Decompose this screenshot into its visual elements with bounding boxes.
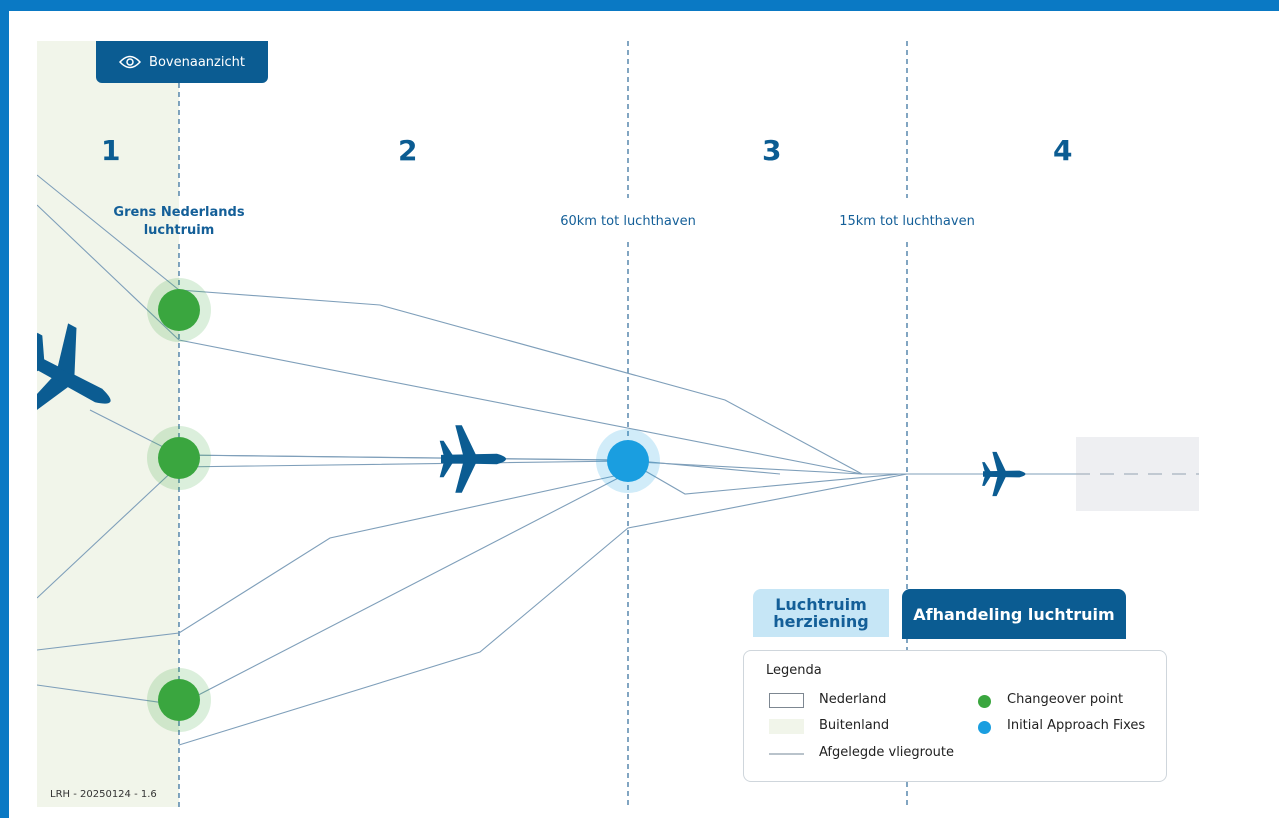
view-tab[interactable]: Bovenaanzicht (96, 41, 268, 83)
buitenland-region (37, 41, 179, 807)
airplane-icon (982, 451, 1026, 497)
legend-item-label: Initial Approach Fixes (1007, 718, 1146, 733)
route-line (178, 454, 863, 475)
zone-number: 1 (101, 134, 121, 167)
legend-item-label: Changeover point (1007, 692, 1124, 707)
legend-item-label: Afgelegde vliegroute (819, 745, 955, 760)
changeover-swatch (978, 695, 991, 708)
tab-afhandeling-luchtruim[interactable]: Afhandeling luchtruim (902, 589, 1126, 639)
nederland-swatch (769, 693, 804, 708)
zone-number: 4 (1053, 134, 1073, 167)
route-line (36, 204, 863, 475)
iaf-swatch (978, 721, 991, 734)
tab-label: Afhandeling luchtruim (913, 604, 1115, 624)
route-line (36, 174, 863, 475)
frame-left-bar (0, 0, 9, 818)
route-line (36, 464, 180, 599)
tab-label: Luchtruim herziening (773, 595, 869, 631)
legend-title: Legenda (766, 663, 822, 678)
route-line (36, 472, 629, 651)
km15-label: 15km tot luchthaven (839, 214, 975, 229)
route-line (178, 460, 901, 495)
eye-icon (119, 55, 142, 69)
route-swatch (769, 753, 804, 755)
changeover-point (147, 278, 211, 342)
changeover-point (147, 426, 211, 490)
view-tab-label: Bovenaanzicht (149, 54, 245, 70)
version-label: LRH - 20250124 - 1.6 (50, 789, 157, 800)
legend-item-label: Nederland (819, 692, 887, 707)
legend-item-label: Buitenland (819, 718, 890, 733)
tab-luchtruim-herziening[interactable]: Luchtruim herziening (753, 589, 889, 637)
frame-top-bar (0, 0, 1279, 11)
route-line (178, 473, 908, 746)
legend: Legenda Nederland Buitenland Afgelegde v… (743, 650, 1167, 782)
km60-label: 60km tot luchthaven (560, 214, 696, 229)
airplane-icon (439, 425, 506, 493)
zone-number: 2 (398, 134, 418, 167)
flight-routes (36, 174, 1076, 746)
changeover-point (147, 668, 211, 732)
buitenland-swatch (769, 719, 804, 734)
left-margin (9, 11, 37, 807)
initial-approach-fix (596, 429, 660, 493)
zone-number: 3 (762, 134, 782, 167)
border-label: Grens Nederlands luchtruim (113, 205, 245, 238)
